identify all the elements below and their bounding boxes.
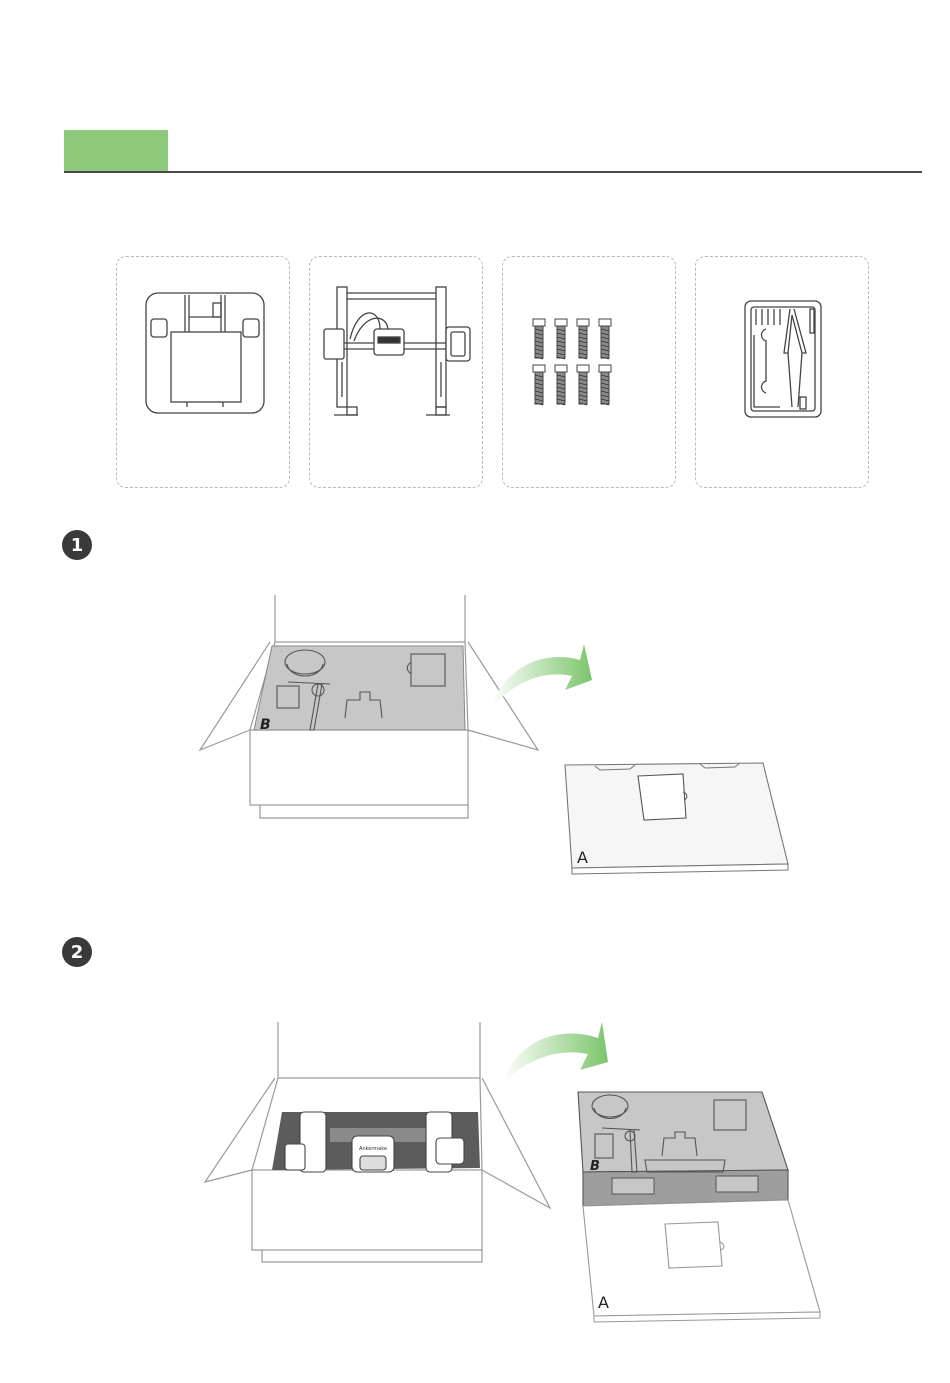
layer-a-panel-2 — [583, 1200, 820, 1322]
screw — [599, 365, 611, 405]
step-1-number: 1 — [71, 535, 84, 556]
step-1-badge: 1 — [62, 530, 92, 560]
screw — [599, 319, 611, 359]
screw — [533, 365, 545, 405]
screw — [533, 319, 545, 359]
section-rule — [64, 171, 922, 173]
tool-kit-icon — [696, 257, 870, 489]
label-layer-b: B — [260, 717, 271, 733]
step-2-illustration: Ankermake B A — [0, 1010, 950, 1340]
screws-icon — [503, 257, 677, 489]
screw — [555, 365, 567, 405]
content-card-gantry-frame — [309, 256, 483, 488]
label-layer-a-2: A — [598, 1293, 609, 1312]
step-1-illustration: B A — [0, 580, 950, 900]
printer-in-box: Ankermake — [272, 1112, 480, 1172]
label-layer-a: A — [577, 848, 588, 867]
foam-layer-b-removed — [578, 1092, 788, 1206]
content-card-tool-kit — [695, 256, 869, 488]
section-tab — [64, 130, 168, 172]
gantry-frame-icon — [310, 257, 484, 489]
move-arrow-icon-2 — [502, 1022, 608, 1085]
screw — [577, 319, 589, 359]
screw — [577, 365, 589, 405]
label-layer-b-2: B — [590, 1159, 600, 1174]
layer-a-panel — [565, 763, 788, 874]
content-card-screws — [502, 256, 676, 488]
printhead-brand: Ankermake — [359, 1146, 387, 1152]
step-2-number: 2 — [71, 942, 84, 963]
content-card-heated-bed — [116, 256, 290, 488]
step-2-badge: 2 — [62, 937, 92, 967]
heated-bed-icon — [117, 257, 291, 489]
screw — [555, 319, 567, 359]
